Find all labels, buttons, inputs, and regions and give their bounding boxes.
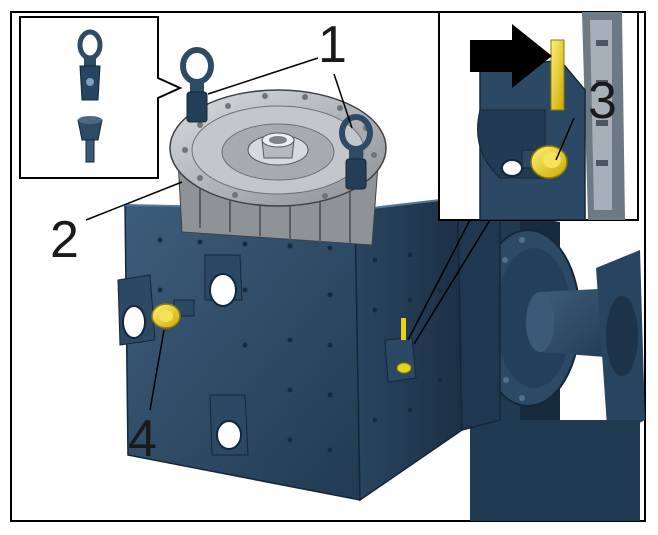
bottom-lug — [209, 394, 249, 456]
lifting-eye-icon — [77, 29, 103, 163]
locking-pin — [550, 39, 565, 111]
locking-bracket — [384, 318, 417, 383]
callout-3: 3 — [588, 72, 617, 130]
callout-1: 1 — [318, 16, 347, 74]
transmission-housing — [169, 89, 387, 246]
lifting-eye-icon — [339, 114, 373, 190]
left-lug — [117, 274, 156, 346]
front-lug-upper — [204, 254, 243, 307]
leader-lines — [85, 57, 575, 411]
plug-icon — [151, 299, 195, 329]
arrow-icon — [470, 24, 552, 88]
inset-pointer — [407, 219, 491, 345]
inset-lifting-eye-detail — [19, 16, 183, 179]
callout-2: 2 — [50, 211, 79, 269]
inset-locking-detail — [438, 11, 639, 221]
callout-4: 4 — [128, 410, 157, 468]
lifting-eye-icon — [180, 47, 214, 123]
